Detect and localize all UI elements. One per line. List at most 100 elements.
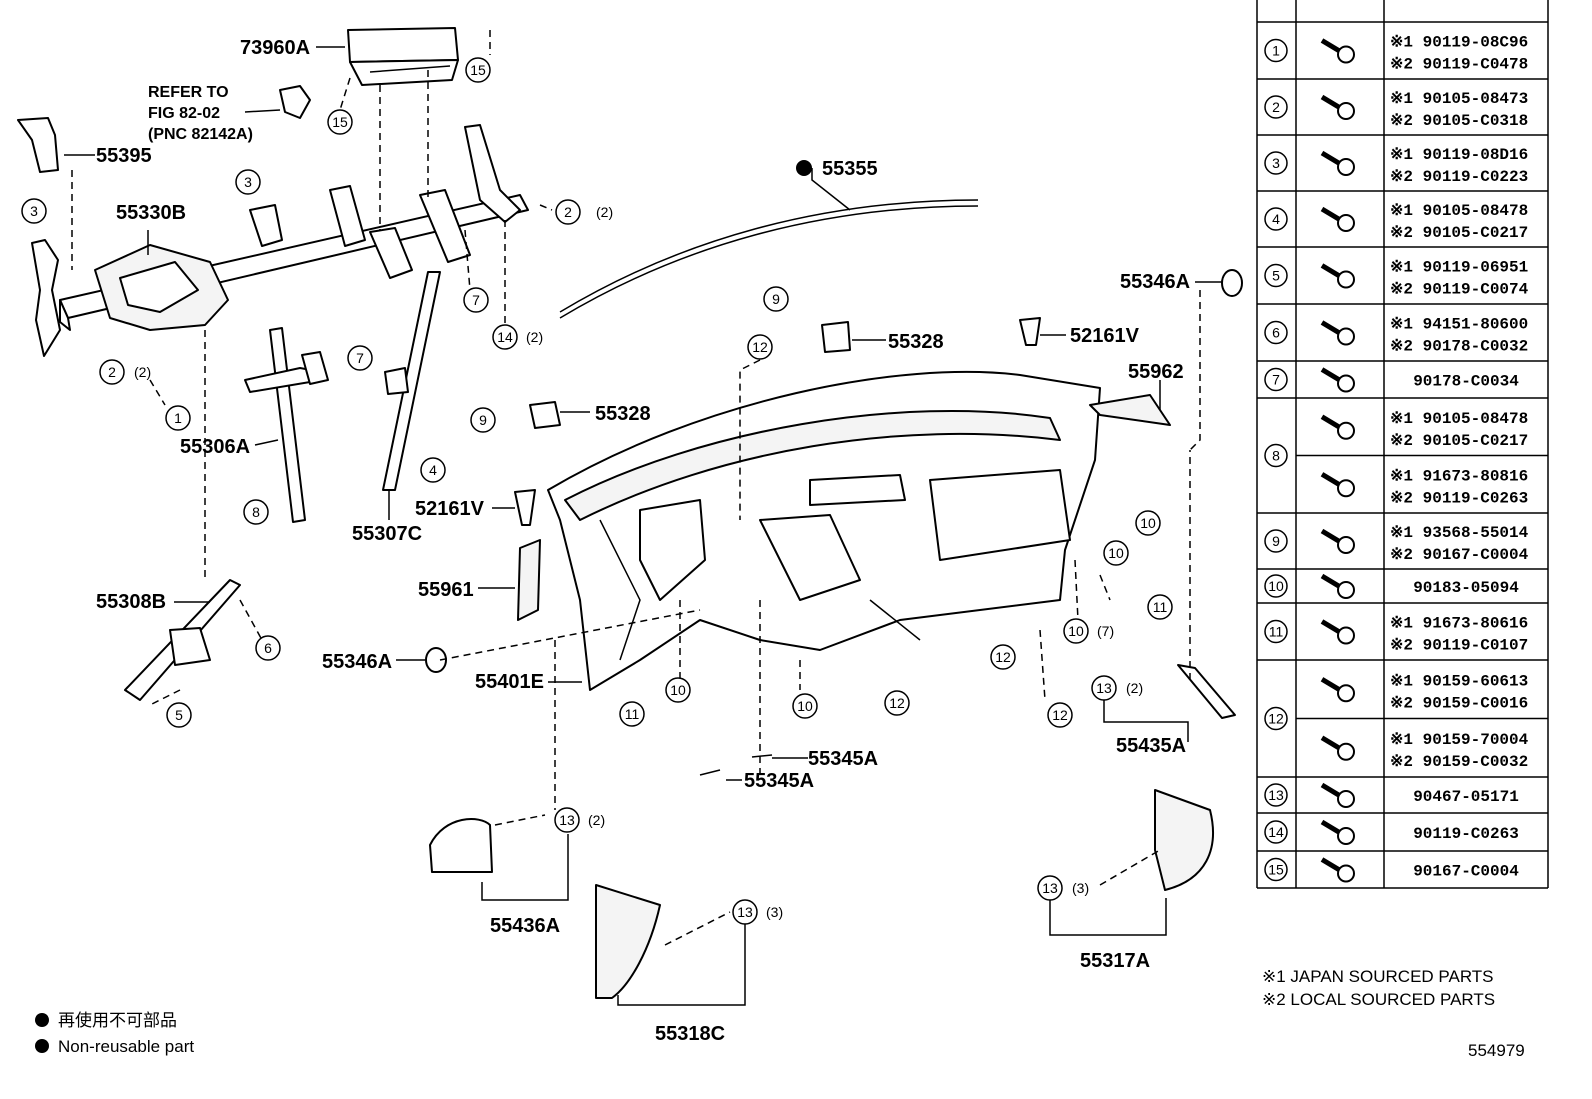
legend-non-reusable-en: Non-reusable part (58, 1037, 194, 1056)
label-73960A: 73960A (240, 37, 310, 59)
bolt-icon (1320, 472, 1355, 498)
note-japan-sourced: ※1 JAPAN SOURCED PARTS (1262, 967, 1494, 986)
qty-13a: (2) (1126, 680, 1143, 696)
callout-3b: 3 (30, 203, 38, 219)
table-part-code: ※2 90178-C0032 (1390, 338, 1528, 356)
label-55395: 55395 (96, 145, 152, 167)
callout-7b: 7 (356, 350, 364, 366)
label-55330B: 55330B (116, 202, 186, 224)
qty-13b: (2) (588, 812, 605, 828)
table-ref-circle (1264, 857, 1288, 882)
callout-5: 5 (175, 707, 183, 723)
table-part-code: ※1 90119-08D16 (1390, 146, 1528, 164)
legend-non-reusable-jp: 再使用不可部品 (58, 1010, 177, 1030)
callout-13a: 13 (1096, 680, 1112, 696)
table-part-code: ※1 90119-08C96 (1390, 34, 1528, 52)
table-ref-circle (1264, 263, 1288, 288)
table-part-code: ※2 90119-C0107 (1390, 637, 1528, 655)
label-52161V-top: 52161V (1070, 325, 1140, 347)
callout-14: 14 (497, 329, 513, 345)
table-ref-circle (1264, 619, 1288, 644)
table-part-code: ※1 90119-06951 (1390, 259, 1528, 277)
callout-11b: 11 (625, 706, 640, 722)
table-ref-circle (1264, 151, 1288, 175)
bolt-icon (1320, 619, 1355, 645)
table-ref-number: 13 (1268, 787, 1284, 803)
table-ref-circle (1264, 783, 1288, 807)
panel-insert (1089, 394, 1171, 426)
callout-12d: 12 (1052, 707, 1068, 723)
table-part-code: ※2 90119-C0263 (1390, 489, 1528, 507)
bolt-icon (1320, 320, 1355, 346)
dashed-leaders (71, 30, 1201, 946)
qty-13c: (3) (766, 904, 783, 920)
table-ref-circle (1264, 95, 1288, 119)
table-part-code: ※2 90105-C0318 (1390, 112, 1528, 130)
table-part-code: 90119-C0263 (1413, 825, 1519, 843)
bolt-icon (1320, 528, 1355, 554)
callout-15b: 15 (332, 114, 348, 130)
table-part-code: ※1 90105-08478 (1390, 410, 1528, 428)
table-ref-circle (1264, 443, 1288, 468)
bolt-icon (1320, 819, 1355, 845)
seal-strip (559, 199, 979, 313)
callout-13b: 13 (559, 812, 575, 828)
callout-13c: 13 (737, 904, 753, 920)
table-ref-circle (1264, 574, 1288, 598)
bolt-icon (1320, 735, 1355, 761)
label-55306A: 55306A (180, 436, 250, 458)
table-ref-number: 11 (1269, 624, 1284, 640)
table-ref-number: 5 (1272, 268, 1280, 284)
table-ref-number: 7 (1272, 372, 1280, 388)
callout-9b: 9 (479, 412, 487, 428)
label-55328-mid: 55328 (595, 403, 651, 425)
callout-11a: 11 (1153, 599, 1168, 615)
table-ref-circle (1264, 706, 1288, 731)
label-55962: 55962 (1128, 361, 1184, 383)
label-55307C: 55307C (352, 523, 422, 545)
callout-10c: 10 (1068, 623, 1084, 639)
callout-10e: 10 (797, 698, 813, 714)
label-55317A: 55317A (1080, 950, 1150, 972)
table-part-code: ※2 90159-C0016 (1390, 694, 1528, 712)
bolt-icon (1320, 263, 1355, 289)
callout-3a: 3 (244, 174, 252, 190)
qty-2b: (2) (134, 364, 151, 380)
table-part-code: 90467-05171 (1413, 788, 1519, 806)
side-cover-right (1177, 664, 1236, 719)
label-refer-line2: FIG 82-02 (148, 105, 220, 122)
table-ref-number: 6 (1272, 325, 1280, 341)
label-55401E: 55401E (475, 671, 544, 693)
bolt-icon (1320, 677, 1355, 703)
table-ref-circle (1264, 367, 1288, 392)
part-labels: 73960A REFER TO FIG 82-02 (PNC 82142A) 5… (96, 37, 1190, 1045)
table-part-code: ※1 94151-80600 (1390, 316, 1528, 334)
bolt-icon (1320, 857, 1355, 883)
table-ref-number: 2 (1272, 99, 1280, 115)
table-ref-number: 10 (1268, 578, 1284, 594)
callout-9a: 9 (772, 291, 780, 307)
side-register (517, 539, 541, 621)
table-part-code: 90183-05094 (1413, 579, 1519, 597)
callout-6: 6 (264, 640, 272, 656)
lower-cover-center (595, 884, 661, 999)
table-part-code: ※2 90105-C0217 (1390, 224, 1528, 242)
table-ref-circle (1264, 820, 1288, 844)
label-55345A-1: 55345A (808, 748, 878, 770)
callout-12a: 12 (752, 339, 768, 355)
table-part-code: ※1 90159-70004 (1390, 731, 1529, 749)
callout-2b: 2 (108, 364, 116, 380)
callout-15a: 15 (470, 62, 486, 78)
qty-14: (2) (526, 329, 543, 345)
table-ref-number: 9 (1272, 533, 1280, 549)
label-55346A-mid: 55346A (322, 651, 392, 673)
label-55435A: 55435A (1116, 735, 1186, 757)
table-part-code: ※1 93568-55014 (1390, 524, 1529, 542)
callout-10b: 10 (1108, 545, 1124, 561)
table-part-code: ※2 90119-C0074 (1390, 281, 1529, 299)
legend-dot-en (35, 1039, 49, 1053)
legend-dot-jp (35, 1013, 49, 1027)
label-refer-line3: (PNC 82142A) (148, 126, 253, 143)
lower-cover-right (1154, 789, 1214, 891)
